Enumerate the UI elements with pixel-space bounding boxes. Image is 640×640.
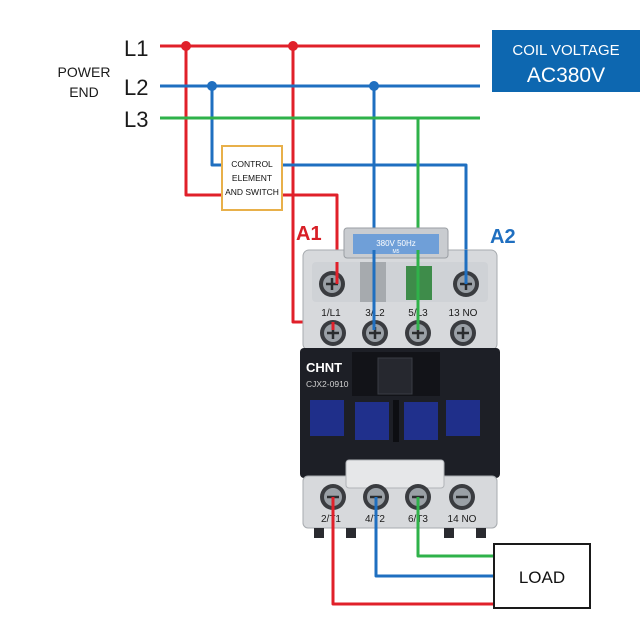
contactor-window-center-left xyxy=(355,402,389,440)
junction-dot xyxy=(181,41,191,51)
terminal-label-14-no: 14 NO xyxy=(448,514,477,525)
contactor: 380V 50Hz M5 1/L1 3/L2 5/L3 13 NO xyxy=(300,227,500,538)
contactor-center-divider xyxy=(393,400,399,442)
terminal-label-2-t1: 2/T1 xyxy=(321,514,341,525)
power-end-label-line2: END xyxy=(69,84,99,100)
coil-voltage-background xyxy=(492,30,640,92)
coil-voltage-title: COIL VOLTAGE xyxy=(512,42,619,59)
contactor-model: CJX2-0910 xyxy=(306,379,349,389)
wire-control-to-a2 xyxy=(282,163,468,286)
contactor-body xyxy=(300,348,500,478)
contactor-armature xyxy=(377,357,413,395)
terminal-label-13-no: 13 NO xyxy=(449,308,478,319)
junction-dots xyxy=(181,41,379,91)
control-element-box: CONTROL ELEMENT AND SWITCH xyxy=(221,145,283,211)
wire-t1-to-load xyxy=(331,497,494,606)
line-label-l3: L3 xyxy=(124,107,148,132)
junction-dot xyxy=(369,81,379,91)
contactor-foot xyxy=(444,528,454,538)
contactor-brand: CHNT xyxy=(306,360,342,375)
contactor-window-right xyxy=(446,400,480,436)
contactor-label-plate-sub: M5 xyxy=(393,249,400,255)
junction-dot xyxy=(288,41,298,51)
power-end-label-line1: POWER xyxy=(58,64,111,80)
contactor-bottom-tab xyxy=(345,459,445,489)
control-element-line3: AND SWITCH xyxy=(225,187,279,197)
contactor-window-left xyxy=(310,400,344,436)
contactor-foot xyxy=(346,528,356,538)
terminal-label-1-l1: 1/L1 xyxy=(321,308,341,319)
contactor-foot xyxy=(314,528,324,538)
load-box: LOAD xyxy=(493,543,591,609)
wire-l2-to-control xyxy=(210,86,222,167)
junction-dot xyxy=(207,81,217,91)
control-element-line1: CONTROL xyxy=(231,159,273,169)
control-element-line2: ELEMENT xyxy=(232,173,272,183)
contactor-label-plate-text: 380V 50Hz xyxy=(376,239,416,248)
load-box-border xyxy=(493,543,591,609)
coil-terminal-a2-label: A2 xyxy=(490,226,516,248)
coil-voltage-badge: COIL VOLTAGE AC380V xyxy=(492,30,640,92)
main-top-screws xyxy=(320,320,476,346)
coil-voltage-value: AC380V xyxy=(527,64,605,87)
contactor-window-center-right xyxy=(404,402,438,440)
contactor-upper-panel xyxy=(312,262,488,302)
control-element-border xyxy=(221,145,283,211)
line-label-l2: L2 xyxy=(124,75,148,100)
contactor-label-plate xyxy=(353,234,439,254)
contactor-foot xyxy=(476,528,486,538)
line-label-l1: L1 xyxy=(124,36,148,61)
load-label: LOAD xyxy=(519,568,565,587)
coil-terminal-a1-label: A1 xyxy=(296,223,322,245)
wire-overlays xyxy=(331,250,468,530)
wire-l1-to-control xyxy=(184,46,222,197)
